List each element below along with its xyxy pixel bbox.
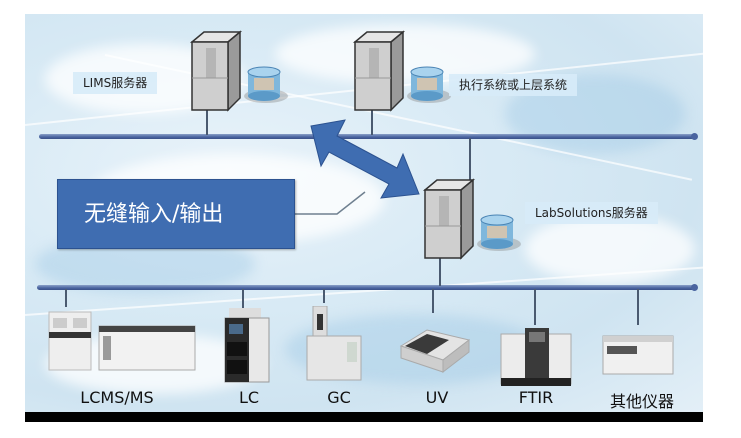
top-network-bus (39, 134, 697, 139)
lc-instrument-icon (224, 308, 270, 383)
connector-line (371, 109, 373, 135)
bottom-network-bus (37, 285, 697, 290)
instrument-label-lc: LC (238, 388, 260, 407)
instrument-label-other: 其他仪器 (609, 392, 675, 411)
instrument-label-ftir: FTIR (518, 388, 554, 407)
connector-line (323, 289, 325, 303)
instrument-label-uv: UV (425, 388, 449, 407)
connector-line (65, 289, 67, 307)
other-instrument-icon (602, 335, 674, 375)
instrument-label-gc: GC (327, 388, 351, 407)
labsolutions-server-icon (422, 178, 521, 260)
connector-line (206, 109, 208, 135)
uv-instrument-icon (399, 329, 471, 374)
gc-instrument-icon (306, 306, 362, 381)
connector-line (439, 254, 441, 286)
upper-system-label: 执行系统或上层系统 (449, 74, 578, 96)
seamless-io-callout: 无缝输入/输出 (57, 179, 295, 249)
labsolutions-server-label: LabSolutions服务器 (525, 202, 658, 224)
lcmsms-instrument-icon (48, 311, 196, 371)
connector-line (637, 289, 639, 325)
callout-connector (293, 191, 366, 215)
bus-endpoint (691, 284, 698, 291)
ftir-instrument-icon (500, 328, 572, 386)
bus-endpoint (691, 133, 698, 140)
network-diagram: LIMS服务器 执行系统或上层系统 LabSolutions服务器 无缝输入/输… (25, 14, 703, 412)
connector-line (432, 289, 434, 313)
bottom-border-bar (25, 412, 703, 422)
lims-server-label: LIMS服务器 (73, 72, 158, 94)
bidirectional-arrow-icon (310, 119, 420, 199)
connector-line (469, 138, 471, 188)
connector-line (534, 289, 536, 325)
upper-system-server-icon (352, 30, 451, 112)
instrument-label-lcmsms: LCMS/MS (80, 388, 154, 407)
lims-server-icon (189, 30, 288, 112)
connector-line (242, 289, 244, 309)
